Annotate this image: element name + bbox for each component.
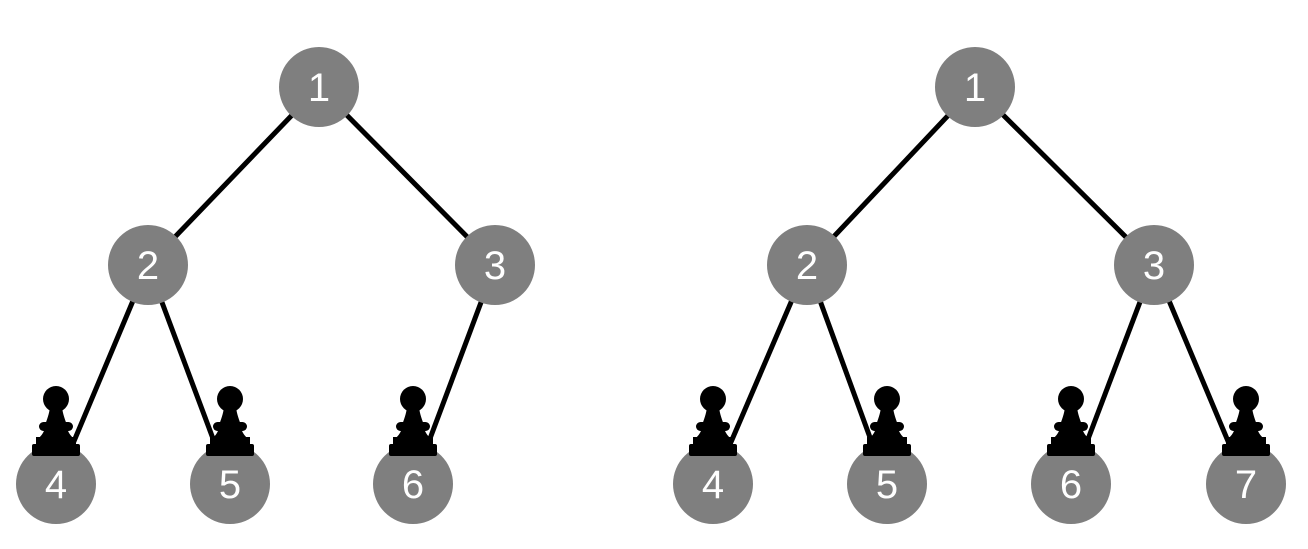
tree-node-3 — [1114, 225, 1194, 305]
pawn-icon — [389, 386, 437, 456]
pawn-icon — [206, 386, 254, 456]
edge-1-3 — [973, 85, 1156, 267]
edge-1-3 — [317, 85, 497, 267]
tree-node-5 — [190, 444, 270, 524]
tree-node-5 — [847, 444, 927, 524]
pawn-icon — [1222, 386, 1270, 456]
tree-node-1 — [935, 47, 1015, 127]
tree-node-6 — [1031, 444, 1111, 524]
tree-node-4 — [16, 444, 96, 524]
tree-node-7 — [1206, 444, 1286, 524]
edge-1-2 — [146, 85, 321, 267]
tree-node-2 — [767, 225, 847, 305]
pawn-icon — [32, 386, 80, 456]
tree-node-4 — [673, 444, 753, 524]
tree-node-2 — [108, 225, 188, 305]
tree-node-3 — [455, 225, 535, 305]
pawn-icon — [863, 386, 911, 456]
tree-node-6 — [373, 444, 453, 524]
tree-node-1 — [279, 47, 359, 127]
pawn-icon — [689, 386, 737, 456]
edge-1-2 — [805, 85, 977, 267]
pawn-icon — [1047, 386, 1095, 456]
